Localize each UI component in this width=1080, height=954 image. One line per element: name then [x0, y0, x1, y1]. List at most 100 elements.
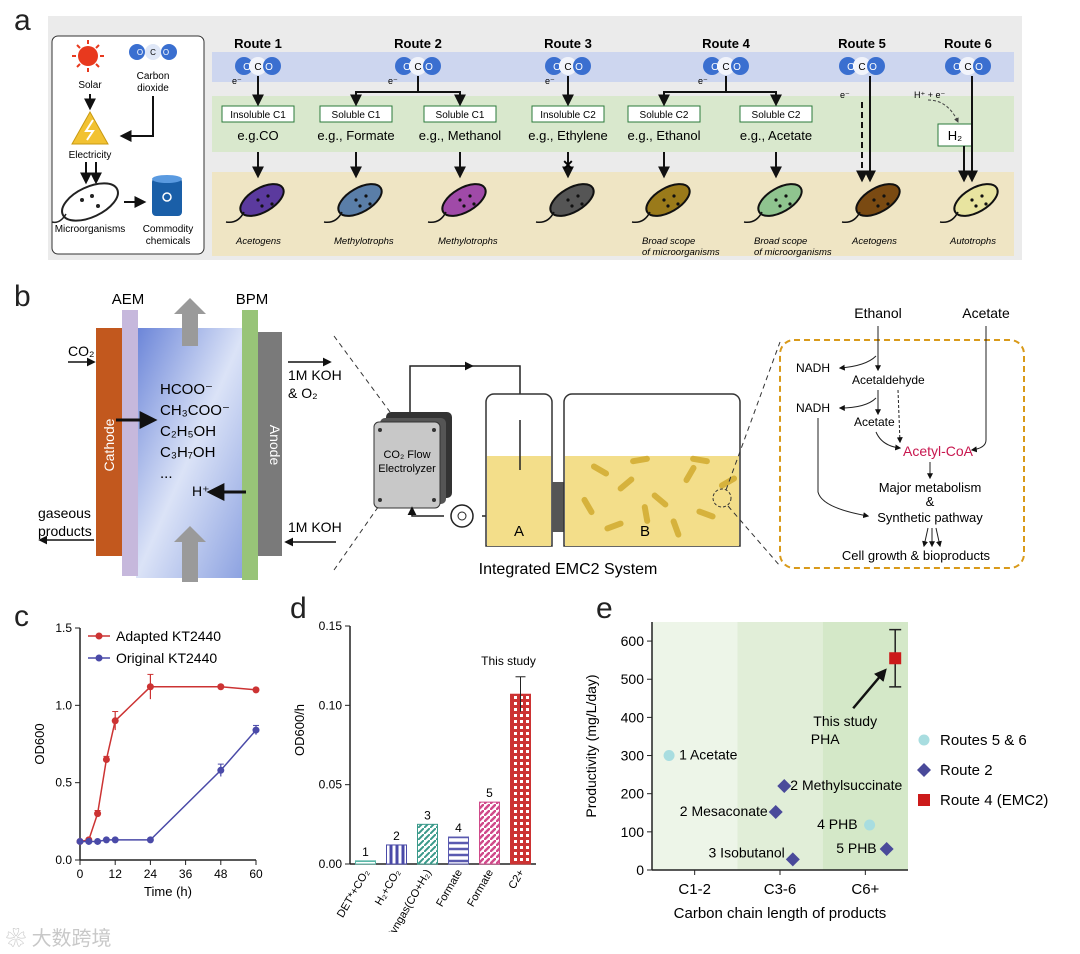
bacteria-cells: [581, 455, 738, 538]
co2-o-letter: O: [575, 62, 583, 73]
bar: [479, 801, 500, 865]
x-tick-label: 0: [77, 867, 84, 881]
y-tick-label: 0.5: [55, 776, 72, 790]
bar-number: 5: [486, 786, 493, 800]
panel-b: AEM BPM CO₂ Cathode Anode 1M KOH & O₂ 1M…: [38, 291, 1025, 582]
granule: [364, 194, 368, 198]
nadh-label: NADH: [796, 361, 830, 375]
bacterium-cell: [581, 496, 595, 516]
co2-o-letter: O: [265, 62, 273, 73]
y-tick-label: 0.0: [55, 853, 72, 867]
flagellum: [841, 211, 861, 224]
zoom-line: [333, 335, 391, 413]
bacterium-icon: [323, 183, 383, 224]
barrel-icon: [152, 175, 182, 216]
granule: [270, 202, 274, 206]
product-box-label: Soluble C2: [752, 110, 801, 121]
product-example: e.g.CO: [237, 128, 278, 143]
data-point: [102, 755, 110, 763]
organism-label-2: of microorganisms: [642, 247, 720, 258]
solar-label: Solar: [78, 80, 102, 91]
co2-c-letter: C: [254, 62, 261, 73]
products-label: products: [38, 523, 92, 539]
bacterium-body: [953, 183, 999, 217]
x-tick-label: 60: [249, 867, 263, 881]
data-point: [785, 852, 800, 867]
electricity-label: Electricity: [69, 150, 112, 161]
microorganisms-label: Microorganisms: [55, 224, 126, 235]
point-label: 1 Acetate: [679, 747, 738, 763]
o-atom: [545, 57, 563, 75]
co2-band: [212, 52, 1014, 82]
o-atom: [973, 57, 991, 75]
bar-number: 3: [424, 808, 431, 822]
bacterium-cell: [670, 518, 682, 538]
x-tick-label: 36: [179, 867, 193, 881]
granule: [368, 202, 372, 206]
commodity-label: Commodity: [143, 224, 194, 235]
flagellum: [323, 211, 343, 224]
arrow: [927, 99, 959, 123]
chemicals-label: chemicals: [146, 236, 190, 247]
bacterium-cell: [641, 504, 651, 524]
flagellum: [631, 211, 651, 224]
watermark-logo-icon: ❀: [6, 928, 32, 950]
product-example: e.g., Formate: [317, 128, 394, 143]
data-point: [768, 805, 783, 820]
granule: [886, 202, 890, 206]
y-tick-label: 100: [621, 824, 645, 840]
data-point: [146, 683, 154, 691]
data-point: [879, 842, 894, 857]
acetate-label: Acetate: [962, 305, 1010, 321]
tank-b-label: B: [640, 523, 650, 540]
co2-o-letter: O: [711, 62, 719, 73]
x-tick-label: DET*+CO₂: [335, 868, 372, 920]
co2-c-letter: C: [858, 62, 865, 73]
x-tick-label: Formate: [465, 868, 496, 909]
bpm-membrane: [242, 310, 258, 580]
product-box-label: Soluble C2: [640, 110, 689, 121]
watermark-text: 大数跨境: [31, 928, 112, 950]
point-label: 5 PHB: [836, 840, 876, 856]
bar-number: 2: [393, 829, 400, 843]
cathode-label: Cathode: [101, 418, 117, 471]
data-point: [252, 726, 260, 734]
legend-marker: [918, 794, 930, 806]
sun-icon: [72, 40, 104, 72]
arrow: [970, 326, 987, 453]
organism-label: Acetogens: [235, 236, 281, 247]
route-title: Route 1: [234, 36, 282, 51]
gaseous-label: gaseous: [38, 505, 91, 521]
pump-icon: [450, 504, 474, 528]
x-tick-label: H₂+CO₂: [373, 868, 403, 908]
tank-connector: [552, 482, 564, 532]
legend-label: Route 4 (EMC2): [940, 792, 1048, 809]
product-example: e.g., Acetate: [740, 128, 812, 143]
granule: [358, 204, 362, 208]
legend-label: Adapted KT2440: [116, 628, 221, 644]
route-title: Route 6: [944, 36, 992, 51]
data-point: [217, 683, 225, 691]
h-plus-label: H⁺: [192, 483, 210, 499]
x-tick-label: C2+: [506, 868, 527, 892]
point-label: 4 PHB: [817, 816, 857, 832]
product-example: e.g., Methanol: [419, 128, 501, 143]
co2-o-letter: O: [869, 62, 877, 73]
series-line: [79, 686, 257, 843]
product-band: [212, 96, 1014, 152]
cross-icon: ✕: [562, 157, 574, 173]
x-tick-label: Formate: [434, 868, 465, 909]
data-point: [146, 836, 154, 844]
anode-label: Anode: [267, 425, 283, 466]
data-point: [217, 766, 225, 774]
legend-label: Original KT2440: [116, 650, 217, 666]
y-tick-label: 0.00: [319, 857, 343, 871]
arrow: [418, 91, 466, 107]
granule: [256, 198, 260, 202]
x-axis-label: Time (h): [144, 884, 192, 899]
species-label: ...: [160, 465, 173, 482]
granule: [354, 198, 358, 202]
